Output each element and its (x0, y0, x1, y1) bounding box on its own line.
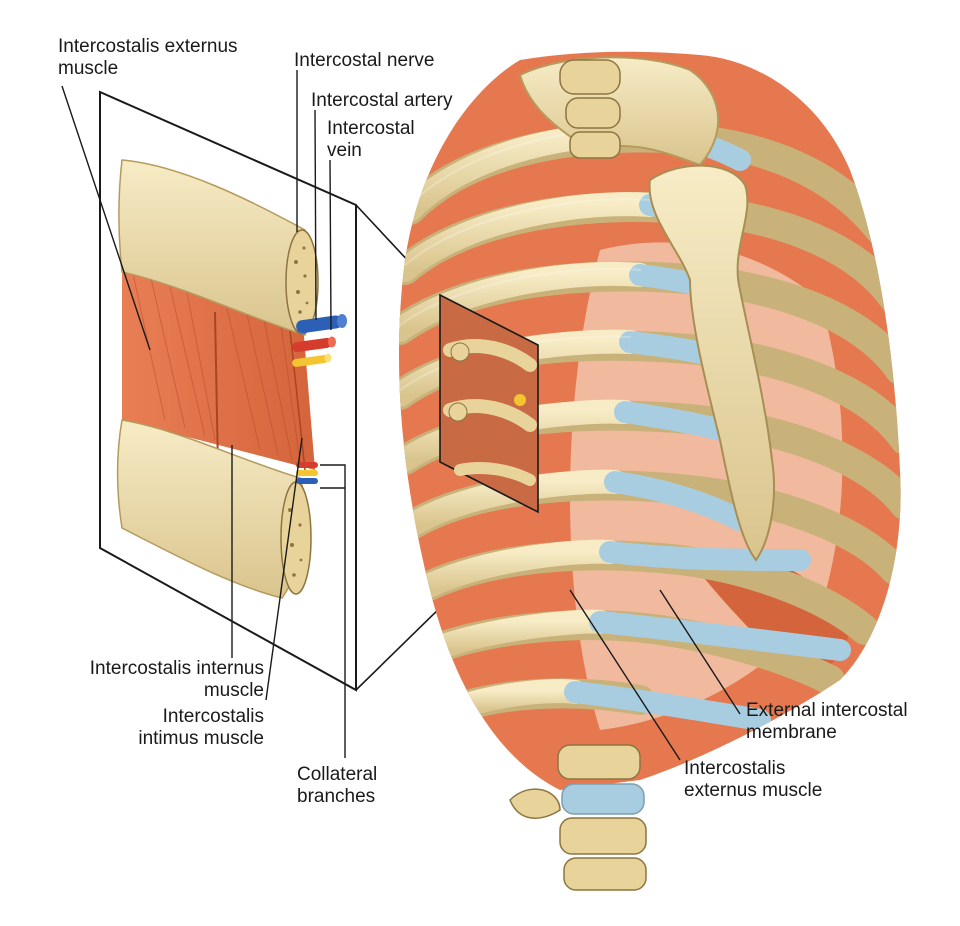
label-intercostal-artery: Intercostal artery (311, 90, 453, 111)
sternum (648, 164, 775, 562)
inset-panel (99, 90, 539, 692)
intercostal-nerve-vessel (292, 355, 328, 367)
label-intercostal-vein: Intercostal vein (327, 118, 415, 161)
label-intercostalis-externus-cage: Intercostalis externus muscle (684, 758, 823, 801)
intercostal-artery-vessel (292, 337, 332, 353)
label-intercostalis-internus: Intercostalis internus muscle (89, 658, 264, 701)
label-collateral-branches: Collateral branches (297, 764, 378, 807)
chest-window-content (443, 338, 537, 486)
vertebral-column (509, 59, 647, 891)
label-intercostal-nerve: Intercostal nerve (294, 50, 435, 71)
inset-lower-rib-section (280, 481, 312, 595)
inset-upper-rib (118, 159, 316, 336)
inset-bone-texture-lower (288, 508, 303, 577)
inset-upper-rib-section (285, 229, 319, 335)
leader-lines (61, 70, 741, 761)
thoracic-cage (398, 51, 901, 891)
label-intercostalis-externus-inset: Intercostalis externus muscle (58, 36, 238, 79)
inset-lower-rib (116, 419, 307, 599)
inset-bone-texture-upper (294, 246, 309, 314)
inset-muscle-fibers (129, 259, 301, 463)
label-intercostalis-intimus: Intercostalis intimus muscle (138, 706, 264, 749)
label-external-intercostal-membrane: External intercostal membrane (746, 700, 908, 743)
